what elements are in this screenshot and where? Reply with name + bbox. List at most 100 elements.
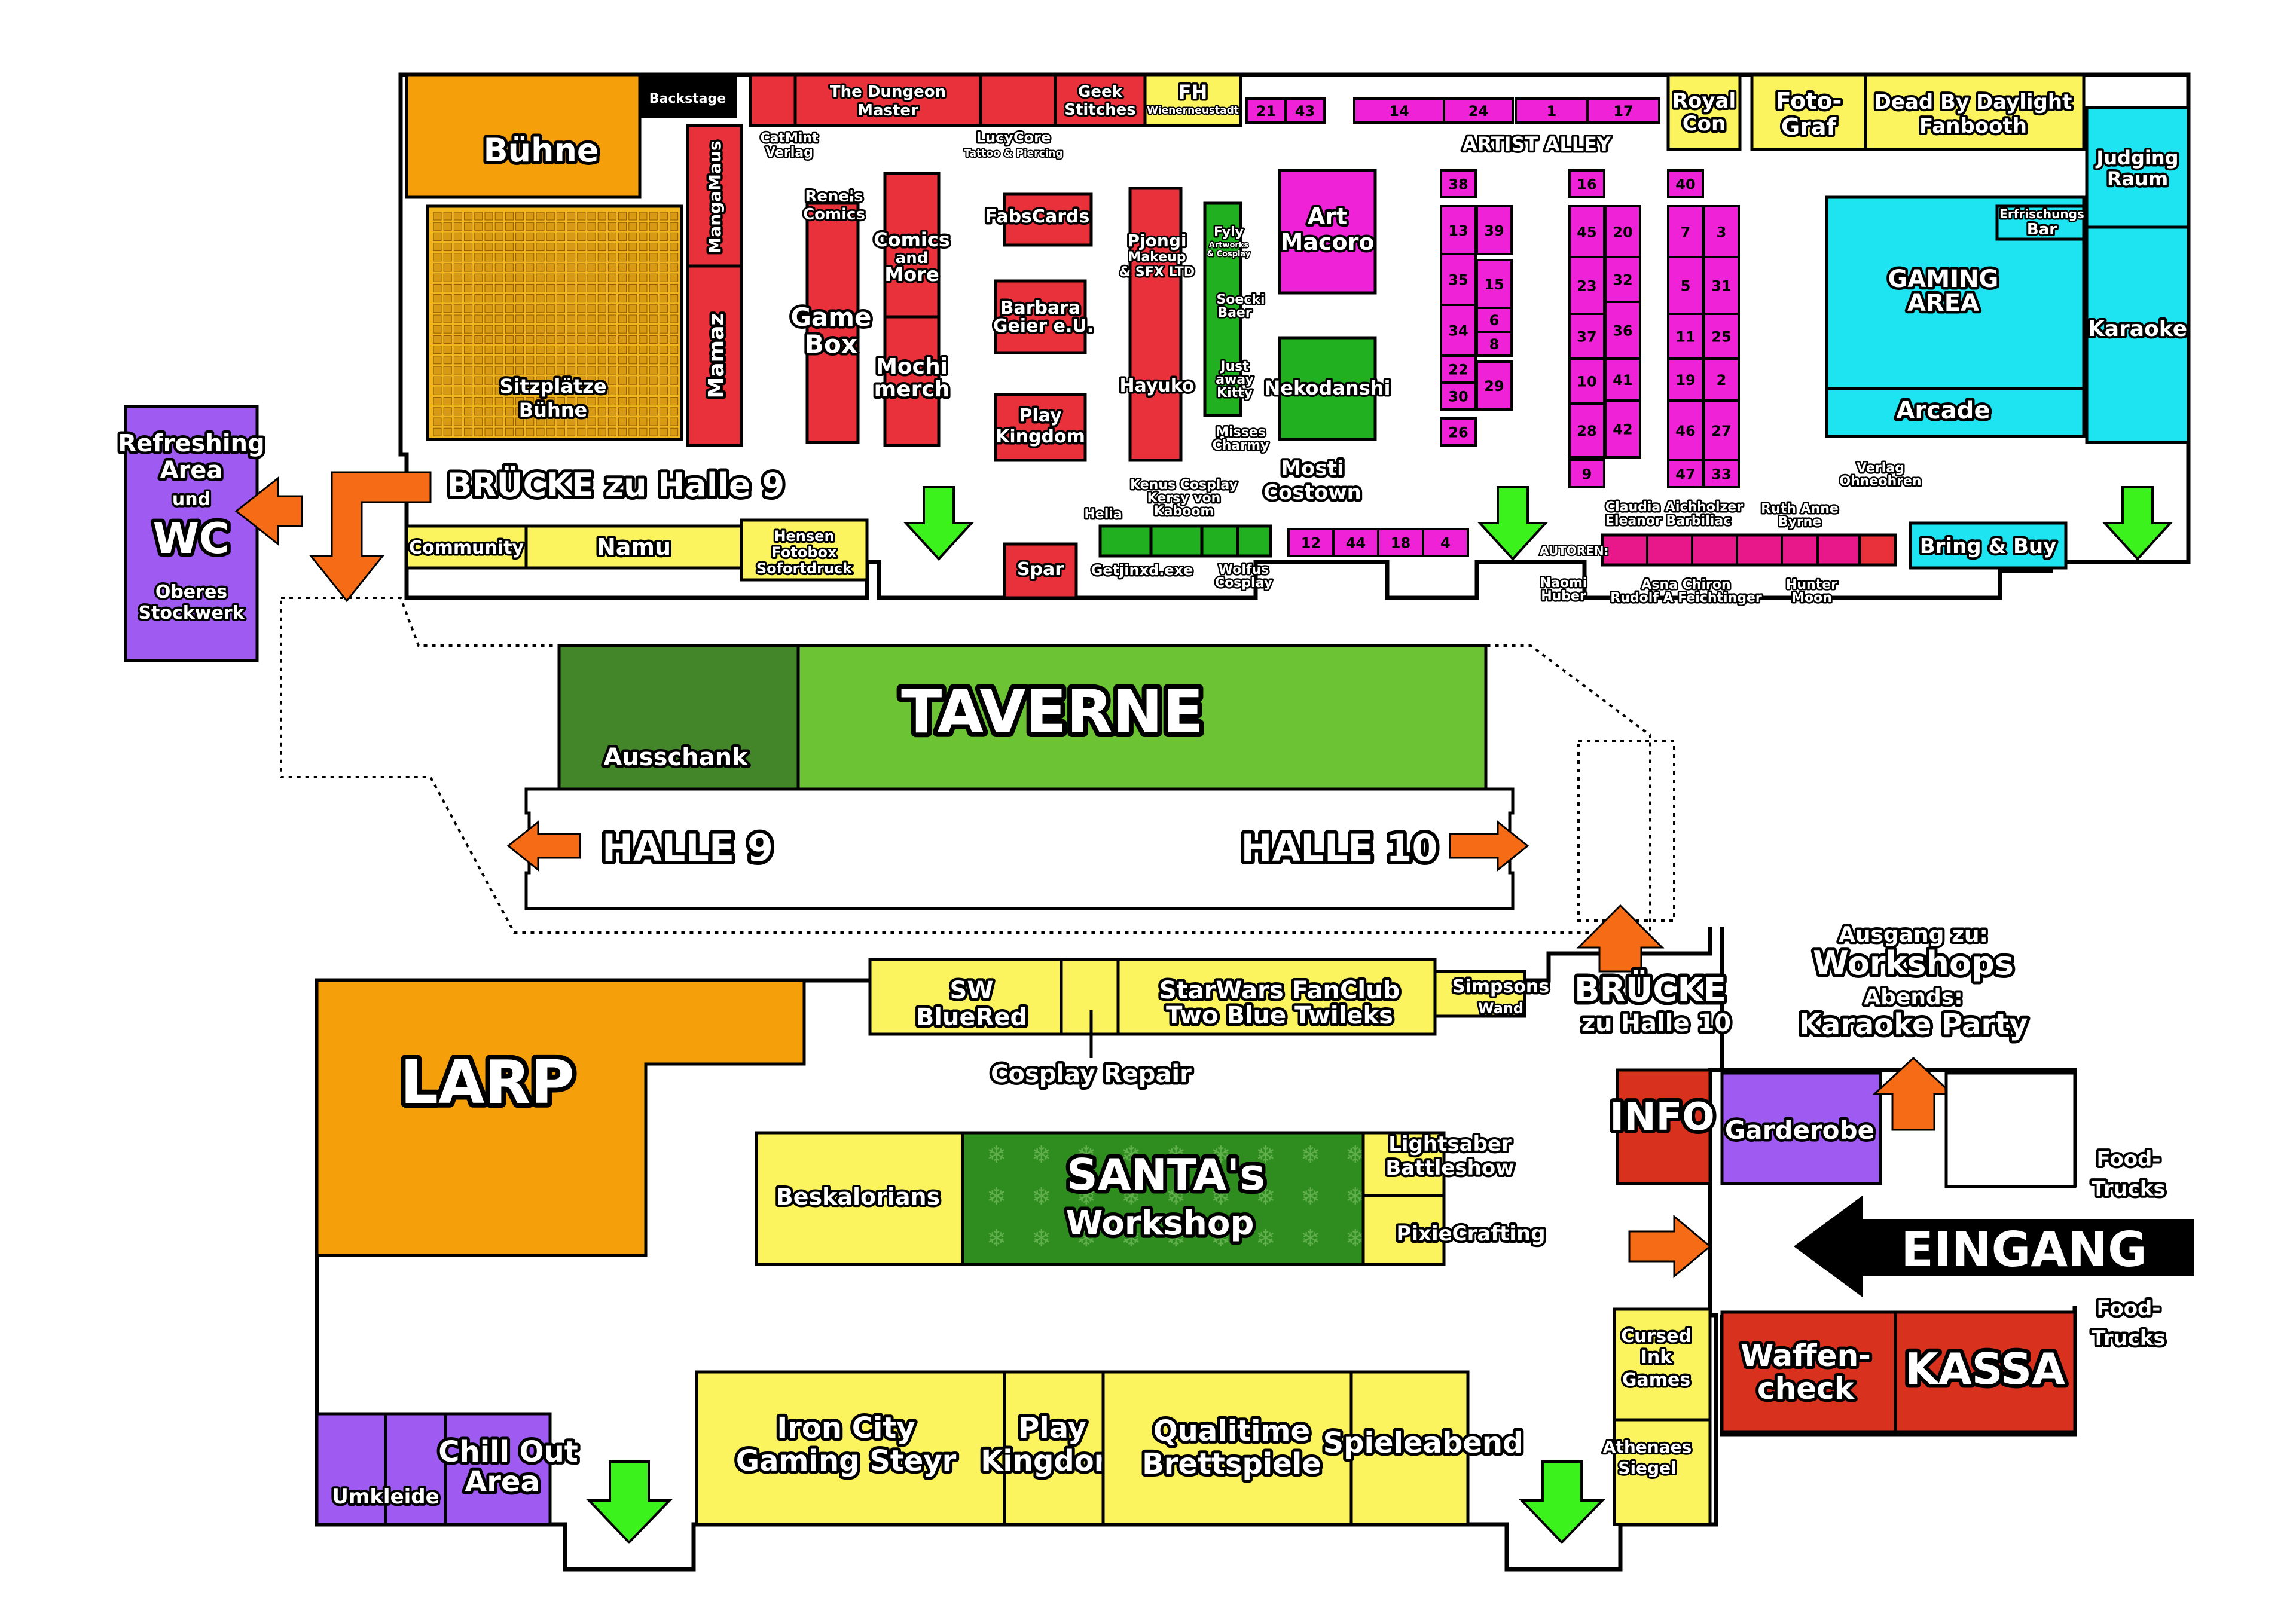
seat: [546, 386, 555, 395]
seat: [659, 386, 668, 395]
erfrischungs-label-2: Bar: [2027, 221, 2057, 239]
seat: [464, 386, 473, 395]
seat: [494, 283, 503, 292]
foodtrucks-bot-1: Food-: [2096, 1297, 2160, 1321]
seat: [659, 407, 668, 416]
seat: [556, 397, 565, 406]
seat: [618, 212, 627, 221]
seat: [515, 212, 524, 221]
seat: [484, 294, 493, 303]
seat: [433, 366, 442, 375]
seat: [649, 335, 658, 344]
seat: [639, 232, 648, 241]
seat: [607, 314, 616, 323]
seat: [628, 304, 637, 313]
seat: [567, 386, 576, 395]
gaming-label-1: GAMING: [1888, 265, 1999, 293]
seat: [526, 417, 535, 426]
seat: [567, 376, 576, 385]
seat: [587, 222, 596, 231]
seat: [649, 366, 658, 375]
seat: [484, 417, 493, 426]
seat: [484, 325, 493, 334]
artist-booth-32: [1604, 256, 1641, 303]
seat: [587, 407, 596, 416]
taverne-area: [796, 644, 1488, 791]
bruecke10-label-2: zu Halle 10: [1581, 1010, 1731, 1037]
seat: [587, 366, 596, 375]
artist-booth-13-number: 13: [1448, 222, 1468, 239]
seat: [587, 273, 596, 282]
community-booth: [405, 524, 528, 570]
seat: [649, 253, 658, 262]
seat: [670, 407, 679, 416]
chillout-room-b: [444, 1412, 552, 1526]
seat: [567, 314, 576, 323]
seat: [670, 283, 679, 292]
hayuko-label: Hayuko: [1119, 375, 1194, 396]
seat: [474, 232, 483, 241]
seat: [546, 335, 555, 344]
snowflake-icon: ❄: [1166, 1183, 1186, 1211]
chillout-label-1: Chill Out: [438, 1435, 578, 1469]
refreshing-label-3: und: [172, 489, 210, 510]
seat: [649, 397, 658, 406]
verlag-label-1: Verlag: [1857, 461, 1904, 476]
artist-booth-16-number: 16: [1577, 176, 1596, 193]
artist-booth-top-43: [1284, 97, 1326, 124]
artmacoro-label-2: Macoro: [1281, 229, 1375, 255]
seat: [515, 386, 524, 395]
seat: [494, 304, 503, 313]
seat: [670, 243, 679, 252]
arcade-label: Arcade: [1896, 397, 1990, 424]
misses-label-1: Misses: [1216, 425, 1266, 440]
seating-label-1: Sitzplätze: [499, 375, 606, 398]
seat: [628, 397, 637, 406]
seat: [670, 232, 679, 241]
comicsmore-label-2: and: [896, 249, 929, 267]
seat: [433, 243, 442, 252]
seat: [577, 376, 586, 385]
seat: [505, 325, 514, 334]
artist-booth-32-number: 32: [1613, 272, 1632, 289]
seat: [567, 397, 576, 406]
seat: [526, 212, 535, 221]
seat: [628, 243, 637, 252]
seat: [577, 417, 586, 426]
fyly-label-3: & Cosplay: [1207, 250, 1251, 259]
bringbuy-label: Bring & Buy: [1920, 534, 2057, 558]
seat: [546, 325, 555, 334]
seat: [607, 397, 616, 406]
hunter-label-1: Hunter: [1786, 577, 1837, 592]
simpsons-label-2: Wand: [1478, 1000, 1523, 1017]
seat: [670, 222, 679, 231]
seat: [618, 222, 627, 231]
spieleabend-label: Spieleabend: [1323, 1426, 1523, 1460]
seat: [618, 325, 627, 334]
artist-booth-26-number: 26: [1448, 424, 1468, 441]
seat: [670, 273, 679, 282]
waffencheck-desk: [1720, 1310, 1897, 1434]
seat: [526, 232, 535, 241]
seat: [607, 294, 616, 303]
seat: [628, 417, 637, 426]
seat: [515, 407, 524, 416]
seat: [597, 427, 606, 436]
seat: [597, 273, 606, 282]
seat: [464, 283, 473, 292]
seat: [474, 427, 483, 436]
seat: [474, 314, 483, 323]
seat: [567, 325, 576, 334]
seat: [494, 253, 503, 262]
buehne-label: Bühne: [483, 132, 599, 169]
seat: [670, 356, 679, 365]
seat: [556, 243, 565, 252]
seat: [464, 304, 473, 313]
seat: [453, 386, 462, 395]
seat: [670, 304, 679, 313]
wolfus-label-1: Wolfus: [1219, 563, 1269, 577]
seat: [526, 356, 535, 365]
autoren-row: [1601, 533, 1897, 567]
seat: [443, 325, 452, 334]
seat: [453, 366, 462, 375]
